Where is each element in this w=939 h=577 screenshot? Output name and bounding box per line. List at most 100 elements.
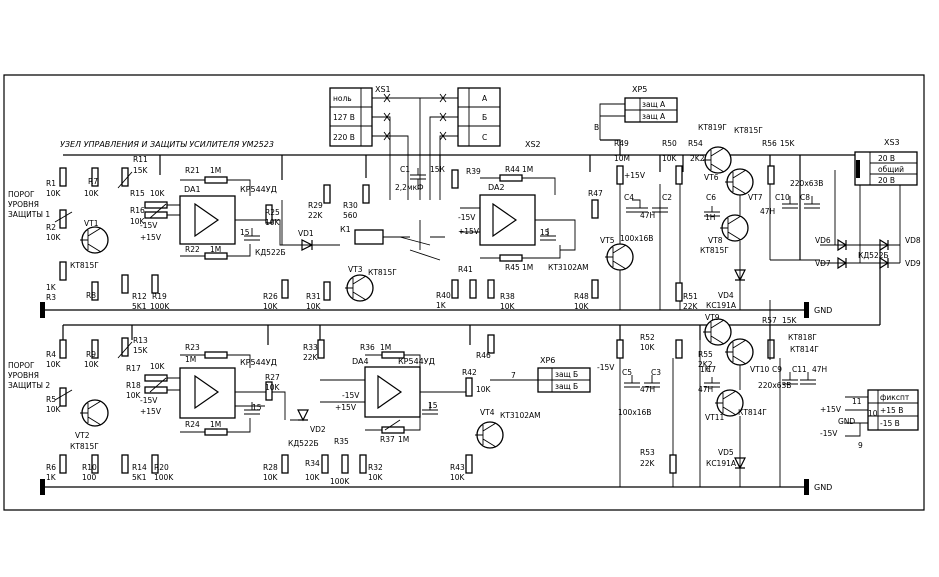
- transistor-vt2: [80, 399, 109, 427]
- frame-border: [3, 74, 925, 511]
- svg-text:КТ815Г: КТ815Г: [70, 442, 99, 451]
- svg-text:КТ3102АМ: КТ3102АМ: [500, 411, 541, 420]
- svg-text:10K: 10K: [662, 154, 678, 163]
- svg-text:R34: R34: [305, 459, 320, 468]
- svg-text:C4: C4: [624, 193, 634, 202]
- resistors-horizontal: [144, 174, 523, 436]
- svg-text:КД522Б: КД522Б: [288, 439, 319, 448]
- svg-text:1M: 1M: [380, 343, 391, 352]
- svg-text:R24: R24: [185, 420, 200, 429]
- svg-text:C5: C5: [622, 368, 632, 377]
- svg-text:R55: R55: [698, 350, 713, 359]
- svg-text:VD5: VD5: [718, 448, 734, 457]
- svg-text:VT4: VT4: [480, 408, 495, 417]
- svg-text:1M: 1M: [210, 420, 221, 429]
- svg-text:R28: R28: [263, 463, 278, 472]
- svg-text:R48: R48: [574, 292, 589, 301]
- svg-text:VT8: VT8: [708, 236, 723, 245]
- svg-text:-15V: -15V: [342, 391, 360, 400]
- svg-text:R1: R1: [46, 179, 56, 188]
- svg-text:560: 560: [343, 211, 358, 220]
- svg-text:КТ818Г: КТ818Г: [788, 333, 817, 342]
- opamp-da4: DA4 КР544УД -15V +15V 15: [335, 357, 438, 418]
- threshold-2-label: ПОРОГ УРОВНЯ ЗАЩИТЫ 2: [8, 361, 50, 390]
- svg-text:R40: R40: [436, 291, 451, 300]
- svg-text:R21: R21: [185, 166, 200, 175]
- svg-text:КТ815Г: КТ815Г: [734, 126, 763, 135]
- svg-text:КД522Б: КД522Б: [858, 251, 889, 260]
- svg-text:C9: C9: [772, 365, 782, 374]
- svg-text:R37: R37: [380, 435, 395, 444]
- svg-text:127 В: 127 В: [333, 113, 355, 122]
- svg-text:-15V: -15V: [140, 221, 158, 230]
- svg-text:100K: 100K: [154, 473, 174, 482]
- transistor-vt11: [715, 389, 744, 417]
- svg-text:1Н: 1Н: [700, 365, 710, 374]
- svg-text:КТ819Г: КТ819Г: [698, 123, 727, 132]
- svg-text:C10: C10: [775, 193, 790, 202]
- svg-text:DA1: DA1: [184, 185, 201, 194]
- svg-text:R32: R32: [368, 463, 383, 472]
- svg-text:10K: 10K: [263, 302, 279, 311]
- opamp-da1: DA1 КР544УД -15V +15V 15: [140, 185, 277, 245]
- transistor-vt7: [725, 168, 754, 196]
- transistor-vt3: [345, 274, 374, 302]
- svg-text:10K: 10K: [305, 473, 321, 482]
- svg-text:VD6: VD6: [815, 236, 831, 245]
- svg-text:+15V: +15V: [624, 171, 646, 180]
- svg-text:C7: C7: [706, 365, 716, 374]
- svg-text:ПОРОГ: ПОРОГ: [8, 361, 35, 370]
- svg-text:УРОВНЯ: УРОВНЯ: [8, 200, 39, 209]
- svg-text:КД522Б: КД522Б: [255, 248, 286, 257]
- svg-text:100K: 100K: [150, 302, 170, 311]
- svg-text:220 В: 220 В: [333, 133, 355, 142]
- xs-wiring: [372, 93, 458, 200]
- svg-text:10K: 10K: [130, 217, 146, 226]
- svg-text:КТ815Г: КТ815Г: [700, 246, 729, 255]
- svg-text:К1: К1: [340, 225, 351, 234]
- svg-text:R30: R30: [343, 201, 358, 210]
- transistor-vt10: [725, 338, 754, 366]
- svg-text:2,2мкФ: 2,2мкФ: [395, 183, 424, 192]
- connector-xs3: XS3 20 В общий 20 В: [854, 138, 918, 186]
- capacitors: [244, 168, 820, 415]
- svg-text:ЗАЩИТЫ 2: ЗАЩИТЫ 2: [8, 381, 50, 390]
- svg-text:КР544УД: КР544УД: [240, 358, 277, 367]
- svg-text:R51: R51: [683, 292, 698, 301]
- relay-k1: К1: [340, 220, 445, 261]
- svg-text:VD2: VD2: [310, 425, 326, 434]
- svg-text:VT7: VT7: [748, 193, 763, 202]
- svg-text:1M: 1M: [210, 245, 221, 254]
- svg-text:DA4: DA4: [352, 357, 369, 366]
- svg-text:R5: R5: [46, 395, 56, 404]
- svg-text:VT6: VT6: [704, 173, 719, 182]
- connector-xp6: ХР6 защ Б защ Б 7: [490, 356, 591, 393]
- svg-text:R3: R3: [46, 293, 56, 302]
- svg-text:XS3: XS3: [884, 138, 900, 147]
- svg-text:C3: C3: [651, 368, 661, 377]
- svg-text:В: В: [594, 123, 599, 132]
- svg-text:10K: 10K: [265, 218, 281, 227]
- svg-text:защ А: защ А: [642, 100, 666, 109]
- svg-text:R33: R33: [303, 343, 318, 352]
- svg-text:R50: R50: [662, 139, 677, 148]
- opamp-da2: DA2 -15V +15V 15: [458, 183, 550, 246]
- svg-text:10M: 10M: [614, 154, 630, 163]
- transistor-vt1: [80, 226, 109, 254]
- svg-text:22K: 22K: [303, 353, 319, 362]
- svg-text:R53: R53: [640, 448, 655, 457]
- svg-text:1M: 1M: [185, 355, 196, 364]
- svg-text:2K2: 2K2: [690, 154, 705, 163]
- svg-text:VD8: VD8: [905, 236, 921, 245]
- svg-text:+15V: +15V: [140, 407, 162, 416]
- svg-text:15: 15: [252, 403, 262, 412]
- svg-text:10K: 10K: [450, 473, 466, 482]
- svg-text:11: 11: [852, 397, 862, 406]
- svg-text:R39: R39: [466, 167, 481, 176]
- svg-text:защ А: защ А: [642, 112, 666, 121]
- svg-text:VD4: VD4: [718, 291, 734, 300]
- svg-text:10K: 10K: [500, 302, 516, 311]
- svg-text:фикспт: фикспт: [880, 393, 910, 402]
- svg-text:Б: Б: [482, 113, 487, 122]
